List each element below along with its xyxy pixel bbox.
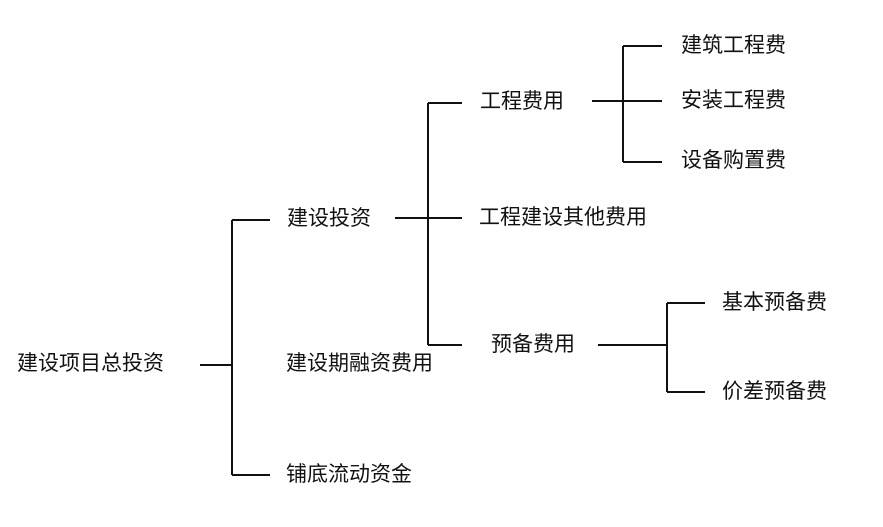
node-working-capital: 铺底流动资金 bbox=[286, 462, 412, 486]
node-price-reserve: 价差预备费 bbox=[722, 379, 827, 403]
node-installation-cost: 安装工程费 bbox=[681, 88, 786, 112]
node-other-construction-cost: 工程建设其他费用 bbox=[479, 205, 647, 229]
node-financing-cost: 建设期融资费用 bbox=[286, 351, 433, 375]
node-building-cost: 建筑工程费 bbox=[681, 33, 786, 57]
node-reserve-cost: 预备费用 bbox=[491, 332, 575, 356]
node-construction-investment: 建设投资 bbox=[287, 206, 371, 230]
node-engineering-cost: 工程费用 bbox=[480, 89, 564, 113]
node-equipment-cost: 设备购置费 bbox=[681, 148, 786, 172]
root-node-total-investment: 建设项目总投资 bbox=[17, 351, 164, 375]
node-basic-reserve: 基本预备费 bbox=[722, 290, 827, 314]
